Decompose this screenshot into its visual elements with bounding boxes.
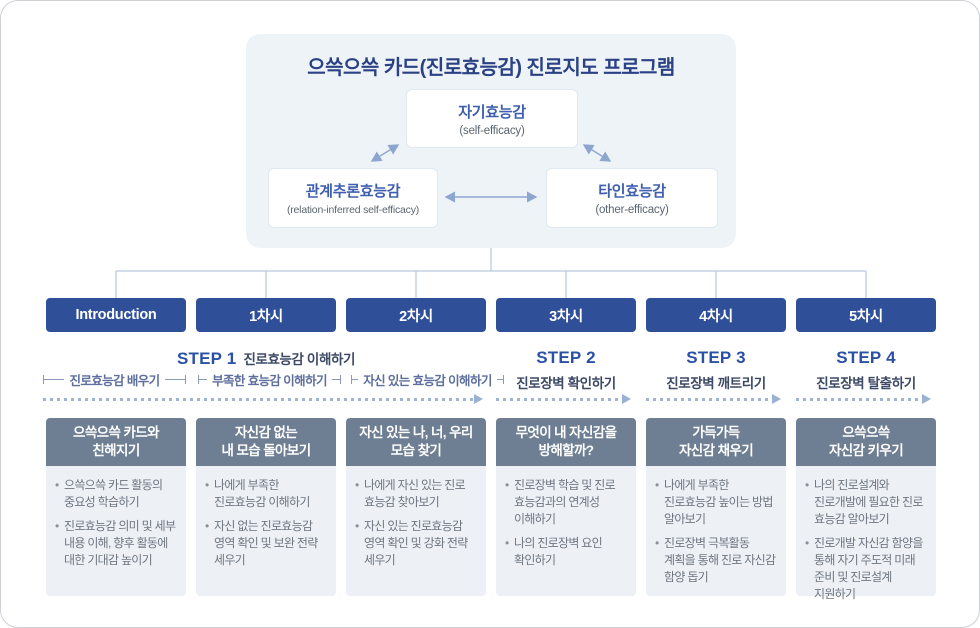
node-relation-inferred-efficacy-sublabel: (relation-inferred self-efficacy): [286, 204, 420, 216]
step3-dotted-arrow: [646, 394, 781, 404]
card-session2-body: 나에게 자신 있는 진로 효능감 찾아보기 자신 있는 진로효능감 영역 확인 …: [346, 466, 486, 596]
step3-badge: STEP 3: [686, 348, 746, 367]
card-session4-body: 나에게 부족한 진로효능감 높이는 방법 알아보기 진로장벽 극복활동 계획을 …: [646, 466, 786, 596]
session-button-5[interactable]: 5차시: [796, 298, 936, 332]
card-bullet: 진로개발 자신감 함양을 통해 자기 주도적 미래 준비 및 진로설계 지원하기: [805, 535, 928, 603]
card-bullet: 나의 진로설계와 진로개발에 필요한 진로 효능감 알아보기: [805, 477, 928, 528]
step2-badge: STEP 2: [536, 348, 596, 367]
card-session5-body: 나의 진로설계와 진로개발에 필요한 진로 효능감 알아보기 진로개발 자신감 …: [796, 466, 936, 601]
node-other-efficacy-label: 타인효능감: [598, 183, 666, 200]
step1-dotted-arrow: [43, 394, 483, 404]
node-self-efficacy-sublabel: (self-efficacy): [459, 124, 525, 137]
step1-sublabel-3: 자신 있는 효능감 이해하기: [351, 371, 504, 388]
card-bullet: 으쓱으쓱 카드 활동의 중요성 학습하기: [55, 477, 178, 511]
card-bullet: 진로장벽 학습 및 진로 효능감과의 연계성 이해하기: [505, 477, 628, 528]
card-introduction-body: 으쓱으쓱 카드 활동의 중요성 학습하기 진로효능감 의미 및 세부 내용 이해…: [46, 466, 186, 596]
bracket-right: [497, 374, 504, 384]
card-bullet: 자신 있는 진로효능감 영역 확인 및 강화 전략 세우기: [355, 518, 478, 569]
card-introduction-title: 으쓱으쓱 카드와 친해지기: [46, 418, 186, 466]
node-self-efficacy-label: 자기효능감: [458, 103, 526, 121]
bracket-left: [198, 374, 207, 384]
card-session1-body: 나에게 부족한 진로효능감 이해하기 자신 없는 진로효능감 영역 확인 및 보…: [196, 466, 336, 596]
card-bullet: 자신 없는 진로효능감 영역 확인 및 보완 전략 세우기: [205, 518, 328, 569]
step3-heading: STEP 3 진로장벽 깨트리기: [646, 348, 786, 392]
card-session3-body: 진로장벽 학습 및 진로 효능감과의 연계성 이해하기 나의 진로장벽 요인 확…: [496, 466, 636, 596]
card-session1: 자신감 없는 내 모습 돌아보기 나에게 부족한 진로효능감 이해하기 자신 없…: [196, 418, 336, 596]
step1-badge: STEP 1: [176, 349, 237, 368]
step4-heading: STEP 4 진로장벽 탈출하기: [796, 348, 936, 392]
card-session3: 무엇이 내 자신감을 방해할까? 진로장벽 학습 및 진로 효능감과의 연계성 …: [496, 418, 636, 596]
step1-title: 진로효능감 이해하기: [243, 352, 355, 367]
card-session4-title: 가득가득 자신감 채우기: [646, 418, 786, 466]
bracket-left: [43, 374, 64, 384]
session-button-introduction[interactable]: Introduction: [46, 298, 186, 332]
connector-tree: [115, 248, 867, 298]
node-self-efficacy: 자기효능감 (self-efficacy): [406, 89, 578, 148]
node-relation-inferred-efficacy: 관계추론효능감 (relation-inferred self-efficacy…: [268, 168, 438, 228]
card-session5: 으쓱으쓱 자신감 키우기 나의 진로설계와 진로개발에 필요한 진로 효능감 알…: [796, 418, 936, 601]
node-relation-inferred-efficacy-label: 관계추론효능감: [305, 183, 401, 200]
bracket-right: [332, 374, 341, 384]
card-session1-title: 자신감 없는 내 모습 돌아보기: [196, 418, 336, 466]
step1-sublabel-1: 진로효능감 배우기: [43, 371, 187, 388]
step1-sublabel-3-text: 자신 있는 효능감 이해하기: [363, 373, 492, 388]
session-button-3[interactable]: 3차시: [496, 298, 636, 332]
step4-dotted-arrow: [796, 394, 931, 404]
step3-title: 진로장벽 깨트리기: [666, 376, 766, 391]
card-bullet: 나에게 부족한 진로효능감 높이는 방법 알아보기: [655, 477, 778, 528]
session-button-1[interactable]: 1차시: [196, 298, 336, 332]
card-session3-title: 무엇이 내 자신감을 방해할까?: [496, 418, 636, 466]
step4-badge: STEP 4: [836, 348, 896, 367]
card-session2-title: 자신 있는 나, 너, 우리 모습 찾기: [346, 418, 486, 466]
bracket-left: [351, 374, 358, 384]
step2-title: 진로장벽 확인하기: [516, 376, 616, 391]
node-other-efficacy: 타인효능감 (other-efficacy): [546, 168, 718, 228]
step2-heading: STEP 2 진로장벽 확인하기: [496, 348, 636, 392]
step2-dotted-arrow: [496, 394, 631, 404]
step4-title: 진로장벽 탈출하기: [816, 376, 916, 391]
card-bullet: 나에게 자신 있는 진로 효능감 찾아보기: [355, 477, 478, 511]
session-button-4[interactable]: 4차시: [646, 298, 786, 332]
card-introduction: 으쓱으쓱 카드와 친해지기 으쓱으쓱 카드 활동의 중요성 학습하기 진로효능감…: [46, 418, 186, 596]
card-session5-title: 으쓱으쓱 자신감 키우기: [796, 418, 936, 466]
card-bullet: 나의 진로장벽 요인 확인하기: [505, 535, 628, 569]
card-session2: 자신 있는 나, 너, 우리 모습 찾기 나에게 자신 있는 진로 효능감 찾아…: [346, 418, 486, 596]
card-bullet: 나에게 부족한 진로효능감 이해하기: [205, 477, 328, 511]
session-button-2[interactable]: 2차시: [346, 298, 486, 332]
bracket-right: [165, 374, 187, 384]
program-overview-panel: 으쓱으쓱 카드(진로효능감) 진로지도 프로그램 자기효능감 (self-eff…: [246, 34, 736, 248]
step1-sublabel-2: 부족한 효능감 이해하기: [198, 371, 341, 388]
card-bullet: 진로장벽 극복활동 계획을 통해 진로 자신감 함양 돕기: [655, 535, 778, 586]
step1-sublabel-1-text: 진로효능감 배우기: [69, 373, 160, 388]
step1-heading: STEP 1 진로효능감 이해하기: [46, 348, 486, 369]
card-bullet: 진로효능감 의미 및 세부 내용 이해, 향후 활동에 대한 기대감 높이기: [55, 518, 178, 569]
program-title: 으쓱으쓱 카드(진로효능감) 진로지도 프로그램: [307, 57, 675, 79]
card-session4: 가득가득 자신감 채우기 나에게 부족한 진로효능감 높이는 방법 알아보기 진…: [646, 418, 786, 596]
node-other-efficacy-sublabel: (other-efficacy): [595, 204, 669, 216]
step1-sublabel-2-text: 부족한 효능감 이해하기: [212, 373, 327, 388]
